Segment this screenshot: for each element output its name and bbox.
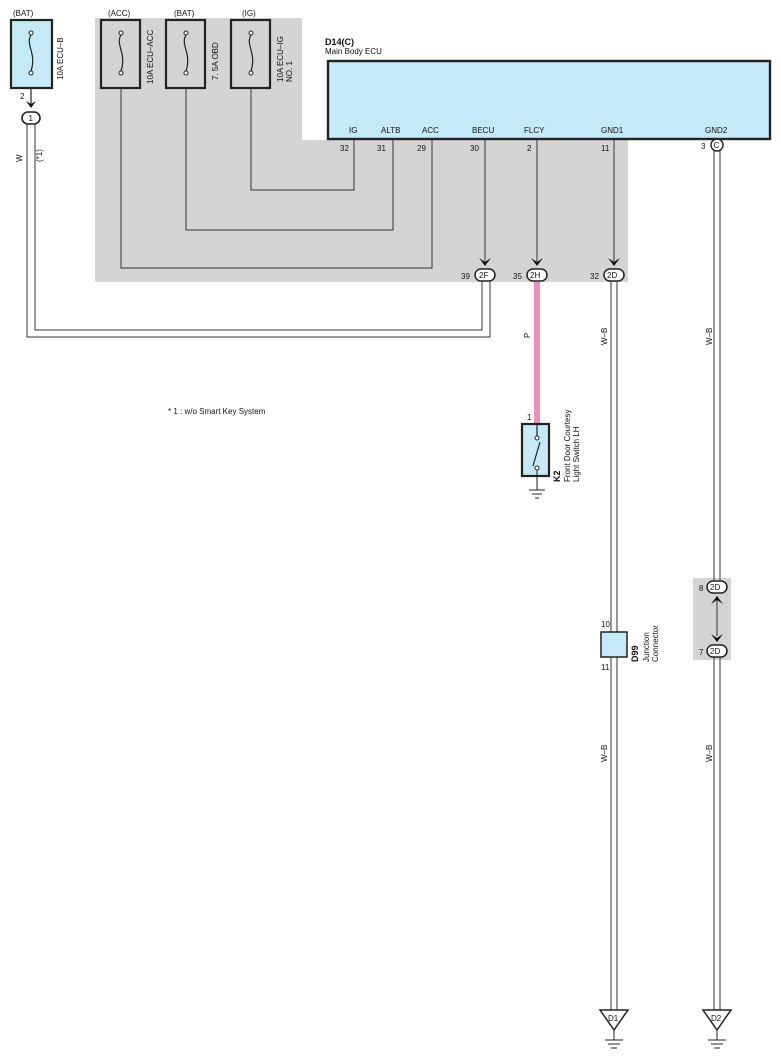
- ecu-shaded-area: [95, 18, 628, 282]
- fuse-obd: (BAT) 7. 5A OBD: [164, 9, 220, 90]
- fuse-ecu-ig: (IG) 10A ECU–IG NO. 1: [229, 9, 294, 90]
- fuse-name-line2: NO. 1: [285, 61, 294, 82]
- connector-label: 1: [29, 114, 34, 123]
- junction-pin: 11: [601, 663, 610, 672]
- switch-name-line2: Light Switch LH: [572, 426, 581, 482]
- connector-oval: [706, 644, 728, 658]
- ecu-code: D14(C): [325, 37, 354, 47]
- connector-pin: 39: [461, 272, 470, 281]
- ground-point-d2: [701, 1009, 733, 1049]
- internal-wires: [120, 88, 615, 269]
- ground-label: D1: [608, 1014, 619, 1023]
- connector-label: 2F: [479, 271, 488, 280]
- fuse-name: 7. 5A OBD: [211, 42, 220, 80]
- wire-note-ref: (*1): [35, 149, 44, 162]
- ecu-box: [326, 59, 772, 141]
- ecu-name: Main Body ECU: [325, 47, 382, 56]
- connector-oval: [526, 268, 548, 282]
- pin-arrow: [608, 258, 620, 266]
- connector-oval: [21, 111, 41, 125]
- fuse-name: 10A ECU–B: [56, 37, 65, 80]
- fuse-ecu-acc: (ACC) 10A ECU–ACC: [99, 9, 155, 90]
- ecu-pin-label: GND2: [705, 126, 728, 135]
- switch-code: K2: [552, 470, 562, 482]
- wire-gnd2: [713, 151, 721, 1010]
- switch-pin: 1: [527, 413, 532, 422]
- fuse-ecu-b: (BAT) 10A ECU–B: [9, 9, 65, 90]
- footnote: * 1 : w/o Smart Key System: [168, 407, 266, 416]
- connector-label: 2D: [607, 271, 617, 280]
- pin-arrow: [479, 258, 491, 266]
- ground-point-d1: [598, 1009, 630, 1049]
- pin-arrow: [711, 634, 723, 642]
- fuse-source-label: (BAT): [174, 9, 195, 18]
- wire-color-label: P: [523, 333, 532, 338]
- wire-color-label: W–B: [600, 745, 609, 762]
- ecu-pin-number: 29: [417, 144, 426, 153]
- pin-number: 2: [20, 92, 25, 101]
- ecu-pin-label: BECU: [472, 126, 494, 135]
- connector-label: 2D: [710, 583, 720, 592]
- wire-color-label: W: [15, 154, 24, 162]
- pin-arrow: [531, 258, 543, 266]
- fuse-source-label: (BAT): [13, 9, 34, 18]
- fuse-name: 10A ECU–IG: [276, 36, 285, 82]
- fuse-source-label: (IG): [242, 9, 256, 18]
- ecu-pin-number: 3: [701, 142, 706, 151]
- wire-color-label: W–B: [600, 328, 609, 345]
- wire-pink: [534, 282, 540, 425]
- ecu-pin-number: 2: [527, 144, 532, 153]
- connector-circle: [710, 138, 724, 152]
- junction-name-line2: Connector: [651, 625, 660, 662]
- connector-pin: 35: [513, 272, 522, 281]
- pin-arrow: [26, 101, 36, 108]
- ecu-pin-label: FLCY: [524, 126, 545, 135]
- junction-name-line1: Junction: [642, 632, 651, 662]
- connector-label: 2D: [710, 647, 720, 656]
- ground-symbol: [529, 489, 545, 499]
- ecu-pin-number: 11: [601, 144, 610, 153]
- pin-arrow: [711, 596, 723, 604]
- ecu-pin-number: 32: [340, 144, 349, 153]
- ecu-pin-label: GND1: [601, 126, 624, 135]
- connector-oval: [706, 580, 728, 594]
- ecu-pin-number: 31: [377, 144, 386, 153]
- ecu-pin-number: 30: [470, 144, 479, 153]
- ecu-pin-label: ALTB: [381, 126, 400, 135]
- fuse-name: 10A ECU–ACC: [146, 30, 155, 84]
- ecu-pin-label: ACC: [422, 126, 439, 135]
- wire-gnd1: [610, 282, 618, 1010]
- connector-oval: [603, 268, 625, 282]
- connector-label: 2H: [530, 271, 540, 280]
- connector-pin: 7: [699, 648, 704, 657]
- connector-pin: 32: [590, 272, 599, 281]
- connector-label: C: [714, 141, 720, 150]
- connector-oval: [474, 268, 496, 282]
- fuse-source-label: (ACC): [108, 9, 131, 18]
- wire-color-label: W–B: [705, 328, 714, 345]
- wire-color-label: W–B: [705, 745, 714, 762]
- door-switch: [520, 422, 551, 490]
- junction-pin: 10: [601, 620, 610, 629]
- switch-name-line1: Front Door Courtesy: [563, 410, 572, 482]
- ecu-pin-label: IG: [349, 126, 357, 135]
- connector-pin: 8: [699, 584, 704, 593]
- ground-label: D2: [711, 1014, 722, 1023]
- junction-code: D99: [630, 645, 640, 662]
- wire-w: [26, 124, 491, 338]
- junction-connector: [600, 631, 628, 658]
